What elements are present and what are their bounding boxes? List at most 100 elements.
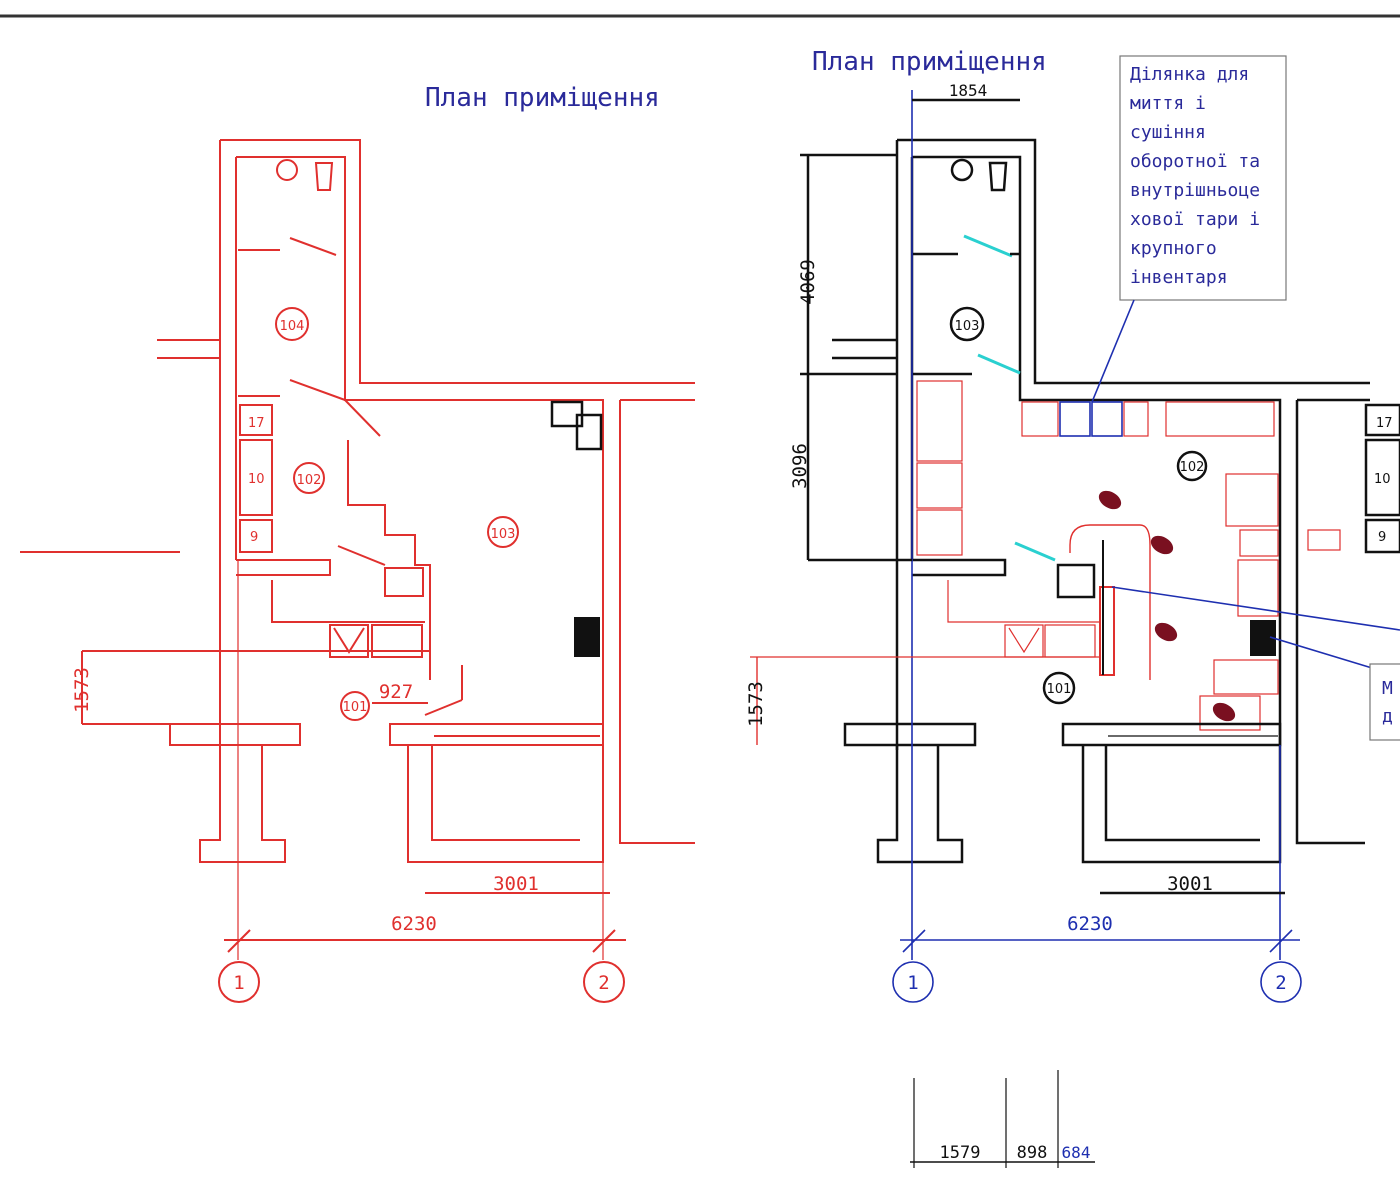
left-room-103: 103 (491, 527, 516, 542)
right-central-counter (1069, 524, 1151, 680)
right-unit-g (1199, 695, 1261, 731)
bottom-dim-684: 684 (1062, 1143, 1091, 1162)
left-door-3 (344, 399, 381, 437)
left-room-101-marker (340, 691, 370, 721)
right-axis-2: 2 (1275, 972, 1286, 994)
note-line: миття і (1130, 93, 1206, 114)
left-room-104: 104 (280, 319, 305, 334)
note-line: Ділянка для (1130, 64, 1249, 85)
right-toilet-icon (988, 161, 1008, 192)
left-outer-wall (219, 139, 695, 750)
right-room-102-marker (1176, 450, 1208, 482)
right-shelf-9 (1364, 518, 1400, 554)
right-plan: План приміщення (745, 47, 1400, 1003)
left-door-2 (289, 379, 346, 401)
chair-icon (1098, 490, 1122, 510)
right-door-1 (963, 234, 1013, 258)
bottom-dimension-string: 1579 898 684 (910, 1070, 1095, 1168)
left-equip-2 (575, 413, 603, 451)
right-axis-1-marker (892, 961, 934, 1003)
chair-icon (1150, 535, 1174, 555)
note-line: оборотної та (1130, 151, 1260, 172)
left-unit-2 (329, 624, 369, 658)
right-shelf-10 (1364, 438, 1400, 517)
right-dim-3096: 3096 (789, 443, 811, 489)
right-sink-a (1059, 401, 1091, 437)
right-note-box (1119, 55, 1287, 301)
left-unit-1 (384, 567, 424, 597)
right-sink-icon (950, 158, 974, 182)
right-shelf-17 (1364, 403, 1400, 437)
right-dim-4069: 4069 (797, 259, 819, 305)
right-column-2 (1081, 745, 1282, 864)
left-equip-3 (574, 617, 600, 657)
left-plan: План приміщення 17 10 9 (20, 83, 695, 1003)
left-tick-1 (227, 929, 251, 953)
left-shelf-label-9: 9 (250, 530, 258, 545)
right-note2-line-1: М (1382, 678, 1393, 699)
right-outer-wall (897, 138, 1370, 385)
right-note2-leader-2 (1269, 636, 1373, 669)
right-small-unit (1307, 529, 1341, 551)
right-note2-leader-1 (1111, 586, 1400, 631)
right-lintel-2 (1061, 722, 1282, 747)
right-unit-b (1123, 401, 1149, 437)
left-room-101: 101 (343, 700, 368, 715)
left-entry-wall (157, 339, 220, 359)
left-room-102-marker (293, 462, 325, 494)
right-room-103-marker (949, 306, 985, 342)
note-line: хової тари і (1130, 209, 1260, 230)
right-tick-2 (1269, 929, 1293, 953)
left-dim-3001: 3001 (493, 873, 539, 895)
note-line: внутрішньоце (1130, 180, 1260, 201)
right-dim-3001: 3001 (1167, 873, 1213, 895)
right-unit-a (1021, 401, 1059, 437)
left-room-102: 102 (297, 473, 322, 488)
left-toilet-icon (314, 162, 334, 191)
left-wall-stub (236, 559, 331, 576)
right-tick-1 (902, 929, 926, 953)
left-shelf-label-17: 17 (248, 416, 265, 431)
right-note2-box (1369, 663, 1400, 741)
left-lintel-2 (389, 723, 604, 746)
left-unit-2-mark (333, 627, 365, 654)
left-door-4 (337, 545, 386, 566)
left-shelf-17 (239, 404, 273, 436)
left-lintel-1 (169, 723, 301, 746)
right-unit-e (1237, 559, 1279, 617)
right-dim-1854: 1854 (949, 81, 988, 100)
right-wall-stub (912, 558, 1007, 577)
left-door-5 (424, 699, 463, 716)
right-unit-h-mark (1008, 627, 1040, 654)
left-dim-927: 927 (379, 681, 413, 703)
left-dim-1573: 1573 (71, 667, 93, 713)
right-unit-i (1044, 624, 1096, 658)
right-room-101: 101 (1047, 682, 1072, 697)
right-shelf-label-9: 9 (1378, 530, 1386, 545)
left-column-2 (407, 745, 604, 863)
right-cab-1 (916, 380, 963, 462)
left-sink-icon (276, 159, 298, 181)
right-unit-d (1239, 529, 1279, 557)
left-plan-title: План приміщення (425, 83, 660, 113)
left-axis-1: 1 (233, 972, 244, 994)
right-counter-top (1165, 401, 1275, 437)
right-sink-b (1091, 401, 1123, 437)
left-room-103-marker (487, 516, 519, 548)
right-counter-lower (947, 580, 1100, 623)
right-counter-bar (1099, 586, 1115, 676)
left-axis-1-marker (218, 961, 260, 1003)
right-note-leader (1091, 299, 1135, 403)
right-box (1056, 563, 1096, 599)
left-right-wall (619, 399, 695, 844)
note-line: інвентаря (1130, 267, 1228, 288)
left-shelf-9 (239, 519, 273, 553)
left-door-1 (289, 237, 337, 256)
left-axis-2: 2 (598, 972, 609, 994)
right-door-3 (1014, 541, 1056, 562)
right-shelf-label-10: 10 (1374, 472, 1391, 487)
chair-icon (1154, 622, 1178, 642)
right-unit-f (1213, 659, 1279, 695)
right-room-102: 102 (1180, 460, 1205, 475)
